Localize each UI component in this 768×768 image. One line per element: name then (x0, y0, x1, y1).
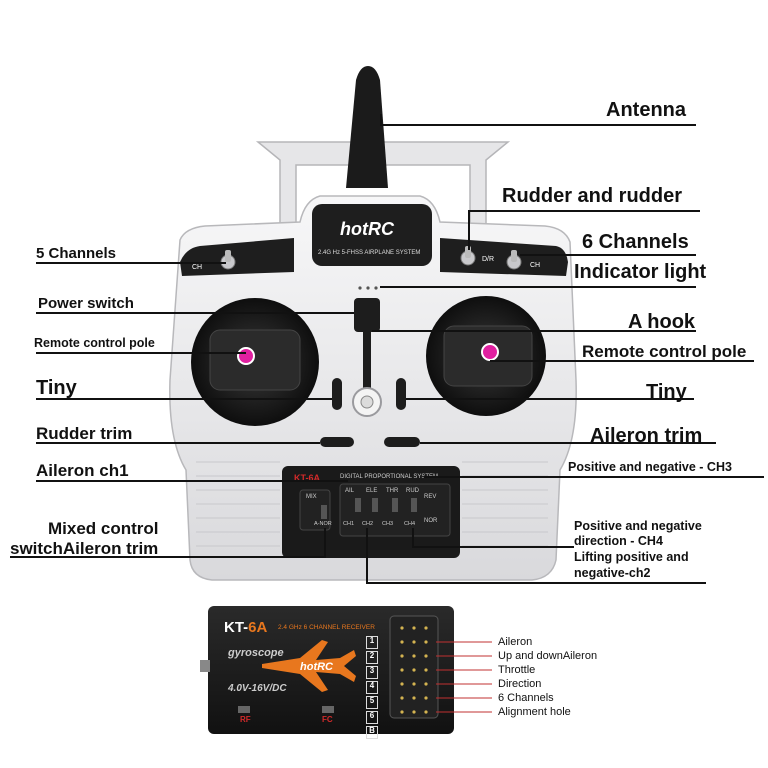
label-antenna: Antenna (606, 99, 686, 121)
panel-ch2: CH2 (362, 521, 374, 527)
label-lifting: Lifting positive and (574, 550, 689, 564)
receiver-gyroscope: gyroscope (228, 647, 284, 659)
name-plate (312, 204, 432, 266)
receiver-rf: RF (240, 715, 251, 724)
antenna-shape (346, 66, 388, 188)
port-label-alignment: Alignment hole (498, 706, 571, 718)
panel-a-nor: A-NOR (314, 521, 332, 527)
indicator-light-2 (366, 286, 370, 290)
panel-rud: RUD (406, 488, 419, 494)
receiver-voltage: 4.0V-16V/DC (228, 683, 287, 694)
label-remote-pole-right: Remote control pole (582, 342, 747, 361)
label-6-channels: 6 Channels (582, 231, 689, 253)
receiver-brand: hotRC (300, 661, 333, 673)
channel-num: B (366, 726, 378, 739)
carry-handle (255, 141, 511, 231)
panel-nor: NOR (424, 518, 438, 524)
port-label-6-channels: 6 Channels (498, 692, 554, 704)
label-aileron-ch1: Aileron ch1 (36, 461, 129, 480)
tiny-trim-right (396, 378, 406, 410)
channel-num: 1 (366, 636, 378, 649)
panel-ch4: CH4 (404, 521, 416, 527)
transmitter-body (169, 195, 577, 581)
panel-ch1: CH1 (343, 521, 355, 527)
label-mixed-control-2: switchAileron trim (10, 539, 159, 558)
receiver-pins (400, 626, 428, 714)
channel-num: 6 (366, 711, 378, 724)
indicator-light-3 (374, 286, 378, 290)
panel-model: KT-6A (294, 473, 321, 483)
receiver-connector (200, 660, 210, 672)
receiver-channel-list: 1 2 3 4 5 6 B (366, 636, 380, 741)
left-switch-plate (180, 238, 294, 276)
left-stick (237, 347, 255, 365)
rudder-trim-shape (320, 437, 354, 447)
label-a-hook: A hook (628, 311, 696, 333)
port-label-direction: Direction (498, 678, 542, 690)
channel-num: 4 (366, 681, 378, 694)
indicator-light-1 (358, 286, 362, 290)
label-lifting-2: negative-ch2 (574, 566, 651, 580)
port-label-aileron: Aileron (498, 636, 533, 648)
aileron-trim-shape (384, 437, 420, 447)
label-rudder-trim: Rudder trim (36, 424, 133, 443)
brand-logo: hotRC (340, 219, 394, 239)
label-power-switch: Power switch (38, 295, 134, 312)
channel-num: 3 (366, 666, 378, 679)
panel-rev: REV (424, 494, 437, 500)
right-switch-ch: CH (530, 262, 541, 269)
panel-ch3: CH3 (382, 521, 394, 527)
right-stick (481, 343, 499, 361)
receiver-fc: FC (322, 715, 333, 724)
label-aileron-trim: Aileron trim (590, 425, 703, 447)
label-pos-neg-ch4: Positive and negative (574, 519, 702, 533)
panel-ele: ELE (366, 488, 378, 494)
port-label-throttle: Throttle (498, 664, 536, 676)
hook-stem (363, 332, 371, 396)
right-switch-plate (440, 238, 568, 276)
receiver-jet-logo (262, 640, 356, 692)
receiver-header-block (389, 615, 439, 719)
left-switch-ch: CH (192, 264, 203, 271)
channel-num: 5 (366, 696, 378, 709)
panel-ail: AIL (345, 488, 355, 494)
label-mixed-control: Mixed control (48, 519, 159, 538)
fc-led (322, 706, 334, 713)
label-pos-neg-ch3: Positive and negative - CH3 (568, 460, 732, 474)
label-remote-pole-left: Remote control pole (34, 336, 155, 350)
tiny-trim-left (332, 378, 342, 410)
dr-label: D/R (482, 256, 495, 263)
brand-subtitle: 2.4G Hz 5-FHSS AIRPLANE SYSTEM (318, 250, 421, 256)
receiver-model-prefix: KT- (224, 619, 249, 636)
panel-title: DIGITAL PROPORTIONAL SYSTEM (340, 474, 439, 480)
panel-mix: MIX (306, 494, 317, 500)
rf-led (238, 706, 250, 713)
power-switch-shape (354, 298, 380, 332)
receiver-model-suffix: 6A (248, 619, 268, 636)
panel-thr: THR (386, 488, 399, 494)
label-rudder: Rudder and rudder (502, 185, 683, 207)
label-indicator-light: Indicator light (574, 261, 707, 283)
label-tiny-left: Tiny (36, 377, 77, 399)
label-tiny-right: Tiny (646, 381, 687, 403)
channel-num: 2 (366, 651, 378, 664)
receiver-freq: 2.4 GHz 6 CHANNEL RECEIVER (278, 624, 375, 631)
receiver-model: KT-6A (224, 620, 267, 635)
port-label-up-down: Up and downAileron (498, 650, 598, 662)
label-5-channels: 5 Channels (36, 245, 117, 262)
label-pos-neg-ch4-2: direction - CH4 (574, 534, 663, 548)
